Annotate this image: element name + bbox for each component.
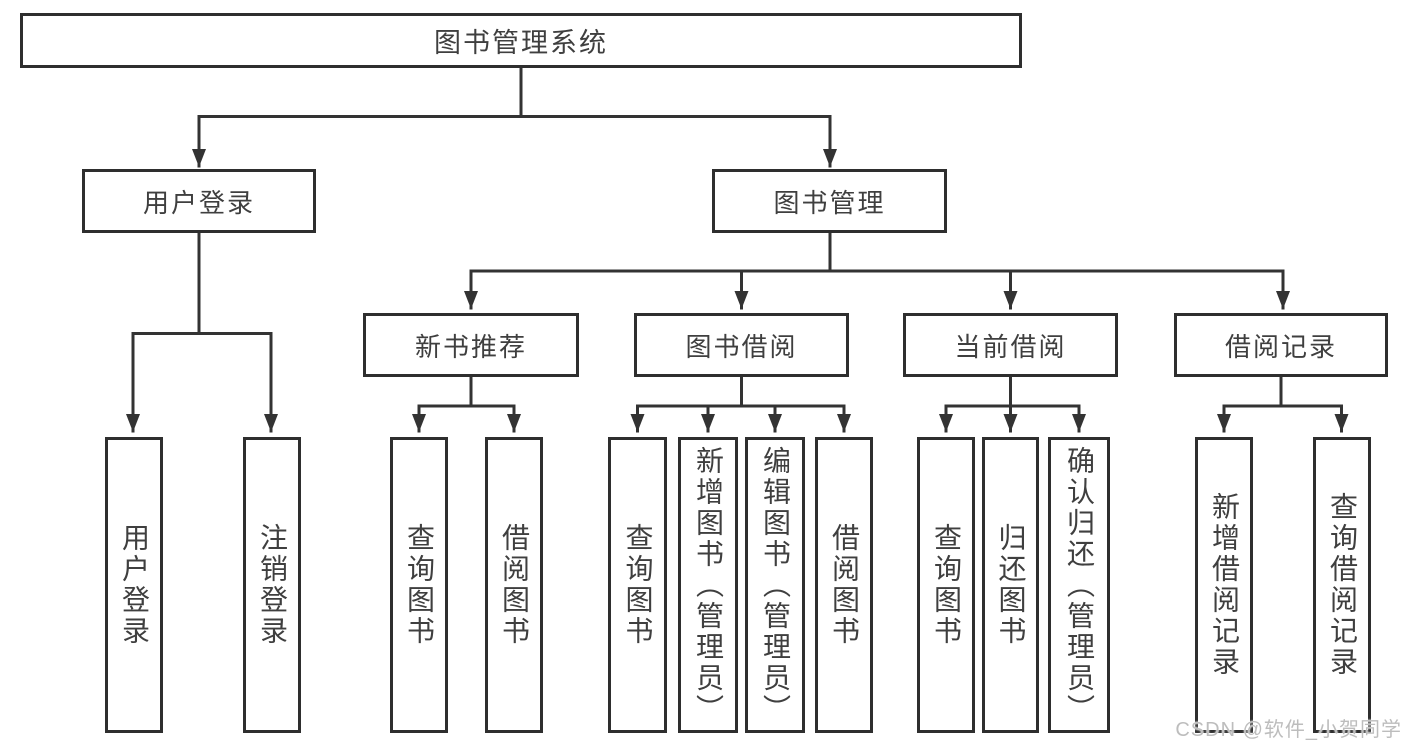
node-borrow-records-label: 借阅记录 xyxy=(1224,331,1337,362)
node-borrow-records: 借阅记录 xyxy=(1174,313,1388,377)
edge-group xyxy=(126,66,1349,433)
leaf-logout: 注销登录 xyxy=(243,437,301,733)
node-new-book-recommend: 新书推荐 xyxy=(363,313,579,377)
leaf-nbr-borrow-books-label: 借阅图书 xyxy=(499,523,530,647)
leaf-logout-label: 注销登录 xyxy=(257,523,288,647)
node-book-borrow: 图书借阅 xyxy=(634,313,849,377)
node-book-management: 图书管理 xyxy=(712,169,947,233)
leaf-bb-add-books-admin: 新增图书（管理员） xyxy=(678,437,738,733)
leaf-user-login: 用户登录 xyxy=(105,437,163,733)
edge-book-borrow-split xyxy=(636,375,846,408)
leaf-bb-borrow-books: 借阅图书 xyxy=(815,437,873,733)
node-new-book-recommend-label: 新书推荐 xyxy=(414,331,527,362)
leaf-cb-query-books: 查询图书 xyxy=(917,437,975,733)
edge-current-borrow-split xyxy=(944,375,1081,408)
node-user-login: 用户登录 xyxy=(82,169,316,233)
leaf-cb-return-books-label: 归还图书 xyxy=(995,523,1027,647)
node-library-system-label: 图书管理系统 xyxy=(434,28,608,58)
node-current-borrow: 当前借阅 xyxy=(903,313,1118,377)
leaf-nbr-borrow-books: 借阅图书 xyxy=(485,437,543,733)
edge-user-login-split xyxy=(131,231,273,335)
leaf-cb-query-books-label: 查询图书 xyxy=(931,523,962,647)
edge-root-split xyxy=(197,66,832,118)
node-book-management-label: 图书管理 xyxy=(773,187,886,218)
leaf-bb-edit-books-admin-label: 编辑图书（管理员） xyxy=(760,445,791,725)
node-current-borrow-label: 当前借阅 xyxy=(954,331,1067,362)
leaf-bb-edit-books-admin: 编辑图书（管理员） xyxy=(745,437,805,733)
node-user-login-label: 用户登录 xyxy=(142,187,255,218)
node-book-borrow-label: 图书借阅 xyxy=(685,331,798,362)
leaf-br-query-record: 查询借阅记录 xyxy=(1313,437,1371,733)
leaf-br-add-record: 新增借阅记录 xyxy=(1195,437,1253,733)
leaf-bb-query-books: 查询图书 xyxy=(608,437,667,733)
node-library-system: 图书管理系统 xyxy=(20,13,1022,68)
leaf-bb-add-books-admin-label: 新增图书（管理员） xyxy=(693,445,724,725)
edge-borrow-records-split xyxy=(1222,375,1343,408)
leaf-cb-return-books: 归还图书 xyxy=(982,437,1039,733)
leaf-nbr-query-books: 查询图书 xyxy=(390,437,448,733)
leaf-br-query-record-label: 查询借阅记录 xyxy=(1327,492,1358,678)
leaf-user-login-label: 用户登录 xyxy=(119,523,150,647)
leaf-br-add-record-label: 新增借阅记录 xyxy=(1209,492,1240,678)
leaf-cb-confirm-return-admin: 确认归还（管理员） xyxy=(1048,437,1110,733)
leaf-bb-borrow-books-label: 借阅图书 xyxy=(829,523,860,647)
leaf-cb-confirm-return-admin-label: 确认归还（管理员） xyxy=(1064,445,1095,725)
leaf-nbr-query-books-label: 查询图书 xyxy=(404,523,435,647)
edge-book-mgmt-split xyxy=(469,231,1285,273)
edge-new-book-split xyxy=(417,375,516,408)
leaf-bb-query-books-label: 查询图书 xyxy=(622,523,654,647)
